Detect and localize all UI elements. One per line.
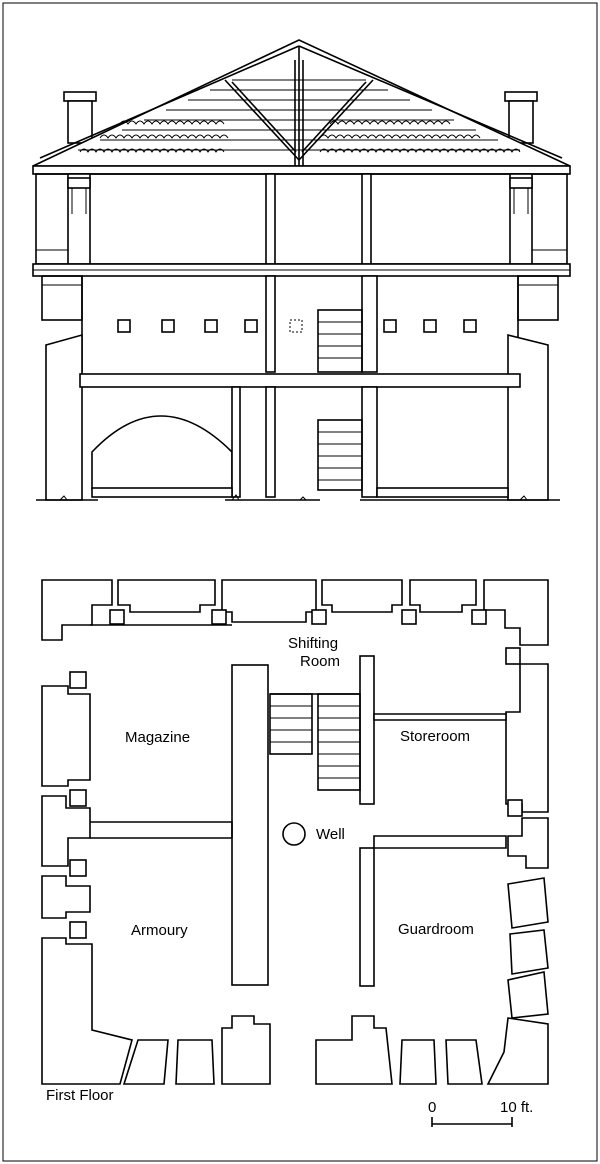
roof-shingles — [79, 120, 521, 153]
well-label: Well — [316, 826, 345, 843]
roof-truss — [224, 46, 374, 166]
guardroom-label: Guardroom — [398, 921, 474, 938]
first-floor-beam — [79, 373, 521, 388]
middle-storey — [81, 275, 519, 373]
well-circle — [282, 822, 306, 846]
plan-interior — [90, 624, 507, 987]
magazine-label: Magazine — [125, 729, 190, 746]
right-chimney — [504, 91, 538, 144]
plan-stairs — [269, 693, 361, 791]
plan-bottom-wall — [122, 1015, 483, 1085]
storeroom-label: Storeroom — [400, 728, 470, 745]
lower-stair — [317, 419, 363, 491]
upper-storey — [32, 173, 571, 321]
armoury-label: Armoury — [131, 922, 188, 939]
section-elevation — [32, 39, 571, 501]
loopholes — [117, 319, 477, 333]
roof — [32, 39, 571, 175]
upper-stair — [317, 309, 363, 373]
plan-top-wall — [41, 579, 549, 646]
shifting-room-label-line2: Room — [300, 653, 340, 670]
floor-plan: Shifting Room Magazine Storeroom Well Ar… — [41, 579, 549, 1104]
floor-label: First Floor — [46, 1087, 114, 1104]
shifting-room-label-line1: Shifting — [288, 635, 338, 652]
scale-start-label: 0 — [428, 1099, 436, 1116]
right-wall-section — [507, 333, 549, 501]
left-wall-section — [45, 333, 83, 501]
ground-storey — [36, 386, 560, 501]
scale-end-label: 10 ft. — [500, 1099, 533, 1116]
scale-bar: 0 10 ft. — [428, 1099, 533, 1127]
left-chimney — [63, 91, 97, 144]
plan-right-wall — [486, 647, 549, 1085]
plan-left-wall — [41, 671, 133, 1085]
